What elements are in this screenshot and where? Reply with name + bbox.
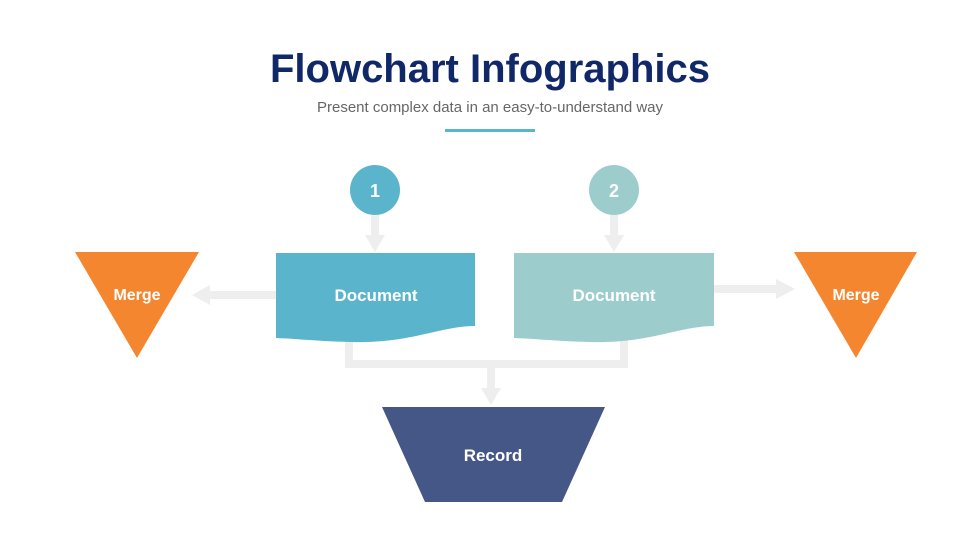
connector-left bbox=[208, 291, 276, 299]
connectors bbox=[192, 215, 795, 405]
arrow-head-1 bbox=[365, 235, 385, 252]
arrow-head-2 bbox=[604, 235, 624, 252]
document-2-label: Document bbox=[572, 286, 655, 305]
step-1-number: 1 bbox=[370, 181, 380, 201]
merge-left-triangle: Merge bbox=[75, 252, 199, 358]
record-label: Record bbox=[464, 446, 523, 465]
step-1-circle: 1 bbox=[350, 165, 400, 215]
connector-join-right bbox=[620, 335, 628, 368]
connector-down-record bbox=[487, 364, 495, 390]
document-shape-1: Document bbox=[276, 253, 475, 343]
page-title: Flowchart Infographics bbox=[270, 47, 710, 91]
arrow-head-left bbox=[192, 285, 210, 305]
merge-left-label: Merge bbox=[113, 287, 160, 304]
merge-right-triangle: Merge bbox=[794, 252, 917, 358]
record-trapezoid: Record bbox=[382, 407, 605, 502]
connector-join bbox=[345, 360, 628, 368]
connector-1-down bbox=[371, 215, 379, 237]
connector-2-down bbox=[610, 215, 618, 237]
connector-join-left bbox=[345, 335, 353, 368]
arrow-head-right bbox=[776, 279, 795, 299]
document-shape-2: Document bbox=[514, 253, 714, 343]
step-2-number: 2 bbox=[609, 181, 619, 201]
connector-right bbox=[714, 285, 778, 293]
merge-right-label: Merge bbox=[832, 287, 879, 304]
page-subtitle: Present complex data in an easy-to-under… bbox=[317, 99, 664, 116]
step-2-circle: 2 bbox=[589, 165, 639, 215]
arrow-head-record bbox=[481, 388, 501, 405]
document-1-label: Document bbox=[334, 286, 417, 305]
title-underline bbox=[445, 129, 535, 132]
